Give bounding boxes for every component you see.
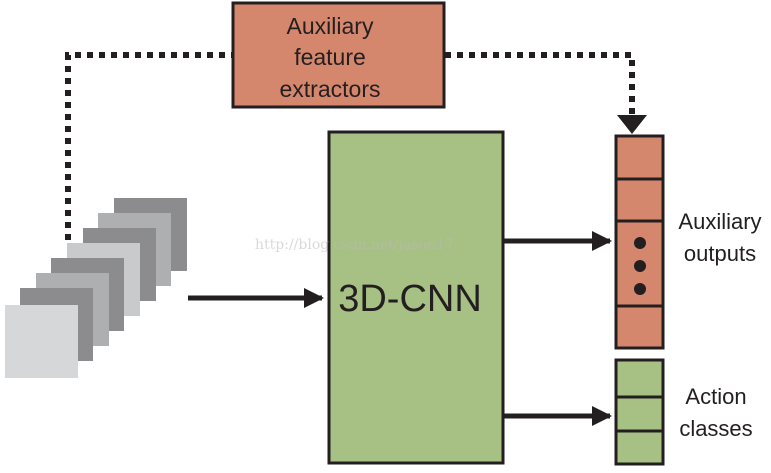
input-frame-stack xyxy=(5,198,187,378)
aux-outputs-label-line: Auxiliary xyxy=(678,209,761,234)
aux-extractor-label-line: Auxiliary xyxy=(287,13,374,39)
input-frame xyxy=(5,305,78,378)
aux-outputs-label-line: outputs xyxy=(684,241,756,266)
aux-outputs-stack xyxy=(614,134,665,350)
dotted-arrowhead xyxy=(617,115,647,134)
cnn-box: 3D-CNN xyxy=(327,130,505,465)
action-classes-stack xyxy=(614,358,665,466)
aux-extractor-label-line: extractors xyxy=(280,76,381,102)
ellipsis-dot xyxy=(634,283,646,295)
dotted-connector-left xyxy=(65,52,232,240)
aux-feature-extractors-box: Auxiliary feature extractors xyxy=(231,1,446,109)
aux-extractor-label-line: feature xyxy=(294,44,366,70)
dotted-connector-right xyxy=(445,52,635,118)
ellipsis-dot xyxy=(634,237,646,249)
cnn-label: 3D-CNN xyxy=(338,278,482,320)
action-classes-label-line: Action xyxy=(685,384,746,409)
action-classes-rect xyxy=(614,358,665,466)
aux-extractor-rect xyxy=(231,1,446,109)
ellipsis-dot xyxy=(634,260,646,272)
action-classes-label-line: classes xyxy=(679,416,752,441)
watermark-text: http://blog.csdn.net/jason17 xyxy=(255,237,454,253)
cnn-rect xyxy=(327,130,505,465)
